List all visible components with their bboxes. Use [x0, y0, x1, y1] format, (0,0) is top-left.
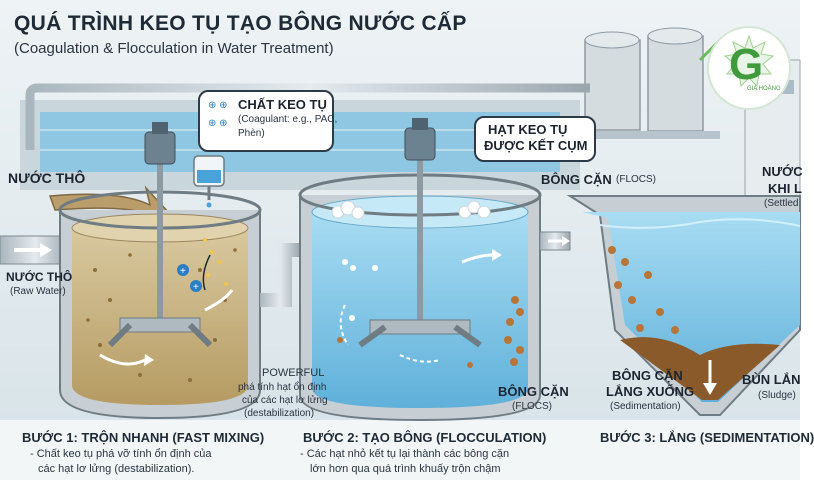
powerful-desc-1: phá tính hạt ổn định [238, 382, 327, 393]
coagulant-ions: + + [177, 264, 202, 293]
coagulant-doser [193, 155, 225, 208]
page-subtitle: (Coagulation & Flocculation in Water Tre… [14, 40, 334, 57]
step-1-heading: BƯỚC 1: TRỘN NHANH (FAST MIXING) [22, 430, 265, 445]
ground [0, 420, 800, 480]
sludge-en-label: (Sludge) [758, 390, 796, 401]
coagulant-plus-icon-2: ⊕ ⊕ [208, 118, 228, 129]
step-3-heading: BƯỚC 3: LẮNG (SEDIMENTATION) [600, 430, 814, 445]
svg-text:+: + [180, 266, 186, 277]
flocs-bottom-label: BÔNG CẶN [498, 384, 569, 399]
settled-water-label-2: KHI L [768, 181, 802, 196]
powerful-desc-2: của các hạt lơ lửng [242, 395, 328, 406]
coagulant-callout: ⊕ ⊕ ⊕ ⊕ CHẤT KEO TỤ (Coagulant: e.g., PA… [198, 90, 338, 152]
step-1-desc-2: các hạt lơ lửng (destabilization). [38, 463, 195, 475]
transfer-pipe-1 [260, 243, 300, 307]
raw-water-label: NƯỚC THÔ [6, 270, 73, 284]
step-2-desc-1: - Các hạt nhỏ kết tụ lại thành các bông … [300, 448, 510, 460]
clump-callout: HẠT KEO TỤ ĐƯỢC KẾT CỤM [474, 116, 596, 162]
step-2-heading: BƯỚC 2: TẠO BÔNG (FLOCCULATION) [303, 430, 547, 445]
sludge-layer [620, 337, 780, 400]
inlet-arrow [40, 243, 52, 257]
sediment-en-label: (Sedimentation) [610, 401, 681, 412]
raw-water-top-label: NƯỚC THÔ [8, 170, 86, 186]
logo-mark-icon [723, 34, 775, 88]
logo-text: GIA HOÀNG [747, 86, 781, 92]
silo-right [647, 35, 704, 132]
overhead-pipe [25, 83, 590, 150]
coagulant-en-label: (Coagulant: e.g., PAC, [238, 114, 338, 125]
silo-left [584, 39, 641, 131]
clump-label-1: HẠT KEO TỤ [488, 122, 568, 137]
flocculation-tank [298, 118, 542, 422]
page-title: QUÁ TRÌNH KEO TỤ TẠO BÔNG NƯỚC CẤP [14, 12, 467, 35]
settled-water-en-label: (Settled [764, 198, 799, 209]
step-1-desc-1: - Chất keo tụ phá vỡ tính ổn định của [30, 448, 212, 460]
flocs-top-en-label: (FLOCS) [616, 174, 656, 185]
logo-letter: G [729, 40, 764, 89]
flocs-top-label: BÔNG CẶN [541, 172, 612, 187]
flocs-bottom-en-label: (FLOCS) [512, 401, 552, 412]
company-logo: G GIA HOÀNG [707, 26, 791, 110]
raw-water-en-label: (Raw Water) [10, 286, 66, 297]
sedimentation-tank [566, 195, 801, 416]
sludge-label: BÙN LẮN [742, 372, 801, 387]
coagulant-en-label-2: Phèn) [238, 128, 265, 139]
powerful-desc-3: (destabilization) [244, 408, 315, 419]
svg-text:+: + [193, 282, 199, 293]
sediment-label-2: LẮNG XUỐNG [606, 384, 695, 399]
step-2-desc-2: lớn hơn qua quá trình khuấy trộn chậm [310, 463, 501, 475]
coagulant-label: CHẤT KEO TỤ [238, 97, 327, 112]
clump-label-2: ĐƯỢC KẾT CỤM [484, 138, 588, 153]
settled-water-label-1: NƯỚC [762, 164, 803, 179]
powerful-label: POWERFUL [262, 367, 325, 379]
coagulant-plus-icon: ⊕ ⊕ [208, 100, 228, 111]
sediment-label-1: BÔNG CẶN [612, 368, 683, 383]
